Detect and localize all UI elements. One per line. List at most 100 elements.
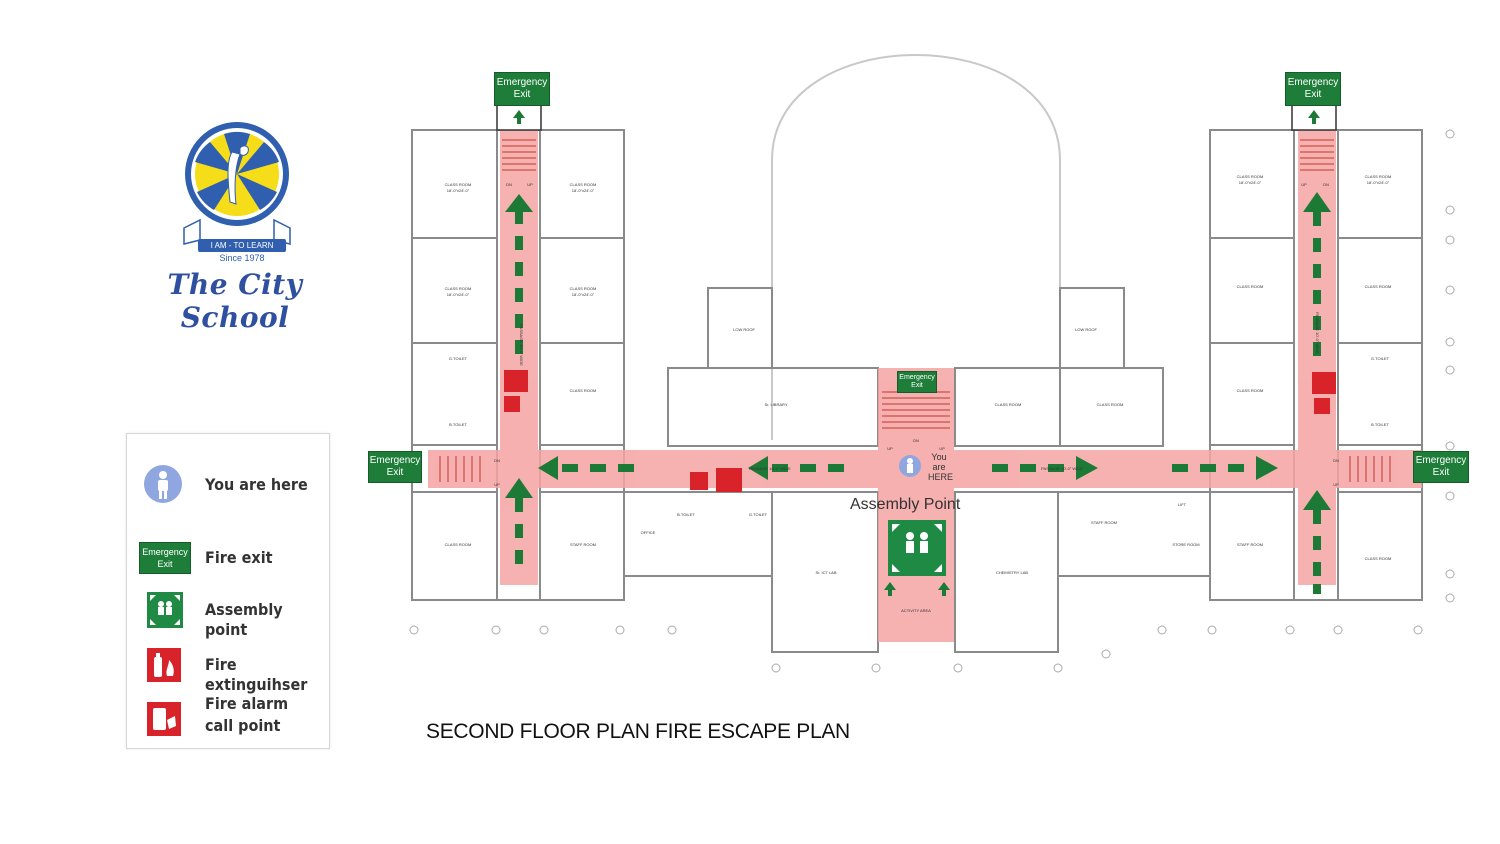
you-are-here-line3: HERE xyxy=(928,472,954,482)
room-label-activity: ACTIVITY AREA xyxy=(901,608,931,613)
plan-title: SECOND FLOOR PLAN FIRE ESCAPE PLAN xyxy=(426,720,850,743)
you-are-here-line2: are xyxy=(932,462,946,472)
exit-sign-line2: Exit xyxy=(1432,467,1450,478)
stair-label-up: UP xyxy=(1333,482,1339,487)
legend-item-you-are-here: You are here xyxy=(127,465,329,506)
legend-item-fire-extinguisher: Fire extinguihser xyxy=(127,648,329,694)
room-dim: 18'-0"x24'-0" xyxy=(447,188,470,193)
stair-label-up: UP xyxy=(887,446,893,451)
room-label-chemistry: CHEMISTRY LAB xyxy=(996,570,1028,575)
assembly-point-sign xyxy=(888,520,946,576)
room-label-lowroof: LOW ROOF xyxy=(1075,327,1097,332)
city-school-logo xyxy=(140,122,340,312)
legend-label-you-are-here: You are here xyxy=(205,475,308,494)
passage-label-vertical: PASSAGE 10'-0" WIDE xyxy=(1315,312,1320,354)
exit-sign-line2: Exit xyxy=(157,559,173,569)
dome-outline xyxy=(771,54,1061,440)
fire-extinguisher-icon xyxy=(504,370,528,392)
legend-item-assembly-point: Assembly point xyxy=(127,592,329,639)
exit-sign-top-right: Emergency Exit xyxy=(1285,72,1341,106)
room-label-gtoilet: G.TOILET xyxy=(449,356,468,361)
room-dim: 18'-0"x24'-0" xyxy=(1239,180,1262,185)
assembly-point-icon xyxy=(147,592,183,628)
legend: You are here Emergency Exit Fire exit As… xyxy=(126,433,330,749)
legend-label-fire-exit: Fire exit xyxy=(205,548,273,567)
room-label-class: CLASS ROOM xyxy=(445,286,472,291)
room-label-office: OFFICE xyxy=(641,530,656,535)
fire-alarm-call-point-icon xyxy=(147,702,181,736)
room-label-class: CLASS ROOM xyxy=(1365,556,1392,561)
stair-label-dn: DN xyxy=(1333,458,1339,463)
stair-label-dn: DN xyxy=(506,182,512,187)
exit-sign-line1: Emergency xyxy=(369,455,421,466)
room-label-class: CLASS ROOM xyxy=(445,542,472,547)
passage-label-horizontal: PASSAGE 10'-0" WIDE xyxy=(1041,466,1083,471)
room-dimensions: 18'-0"x24'-0" 18'-0"x24'-0" 18'-0"x24'-0… xyxy=(447,180,1390,297)
stair-label-up: UP xyxy=(527,182,533,187)
fire-alarm-call-point-icon xyxy=(504,396,520,412)
room-label-class: CLASS ROOM xyxy=(1365,174,1392,179)
stairs xyxy=(439,139,1391,482)
room-label-class: CLASS ROOM xyxy=(1237,284,1264,289)
exit-sign-line2: Exit xyxy=(1304,89,1322,100)
room-label-class: CLASS ROOM xyxy=(445,182,472,187)
room-label-class: CLASS ROOM xyxy=(570,182,597,187)
logo-emblem-icon xyxy=(183,122,291,245)
room-label-class: CLASS ROOM xyxy=(570,388,597,393)
you-are-here-text: You are HERE xyxy=(928,452,954,482)
exit-sign-center: Emergency Exit xyxy=(897,371,937,393)
room-label-gtoilet: G.TOILET xyxy=(1371,356,1390,361)
grid-markers xyxy=(409,129,1455,673)
logo-motto: I AM - TO LEARN xyxy=(198,239,286,252)
you-are-here-icon xyxy=(144,465,182,503)
exit-sign-top-left: Emergency Exit xyxy=(494,72,550,106)
escape-arrows xyxy=(505,110,1331,596)
room-label-lift: LIFT xyxy=(1178,502,1187,507)
room-dim: 18'-0"x24'-0" xyxy=(1367,180,1390,185)
room-label-lowroof: LOW ROOF xyxy=(733,327,755,332)
room-label-library: Sr. LIBRARY xyxy=(764,402,787,407)
room-label-btoilet: B.TOILET xyxy=(1371,422,1389,427)
exit-sign-line2: Exit xyxy=(386,467,404,478)
legend-label-fire-alarm-line1: Fire alarm xyxy=(205,694,289,713)
room-label-staff: STAFF ROOM xyxy=(570,542,596,547)
passage-label-vertical: PASSAGE 10'-0" WIDE xyxy=(519,324,524,366)
room-label-store: STORE ROOM xyxy=(1172,542,1199,547)
plan-extinguishers xyxy=(504,370,1336,492)
assembly-point-label: Assembly Point xyxy=(850,496,961,513)
stair-label-dn: DN xyxy=(494,458,500,463)
stair-label-dn: DN xyxy=(1323,182,1329,187)
you-are-here-marker xyxy=(899,455,921,477)
room-dim: 18'-0"x24'-0" xyxy=(572,292,595,297)
fire-alarm-call-point-icon xyxy=(1314,398,1330,414)
you-are-here-line1: You xyxy=(931,452,947,462)
room-label-gtoilet: G.TOILET xyxy=(749,512,768,517)
exit-sign-line1: Emergency xyxy=(496,77,548,88)
stair-label-up: UP xyxy=(494,482,500,487)
room-label-class: CLASS ROOM xyxy=(995,402,1022,407)
room-label-class: CLASS ROOM xyxy=(570,286,597,291)
exit-sign-line1: Emergency xyxy=(1287,77,1339,88)
exit-sign-line1: Emergency xyxy=(142,547,188,557)
exit-sign-line2: Exit xyxy=(513,89,531,100)
exit-sign-line1: Emergency xyxy=(1415,455,1467,466)
exit-sign-line1: Emergency xyxy=(899,374,935,381)
room-label-class: CLASS ROOM xyxy=(1365,284,1392,289)
room-label-staff: STAFF ROOM xyxy=(1091,520,1117,525)
legend-item-fire-exit: Emergency Exit Fire exit xyxy=(127,542,329,582)
legend-label-assembly-point: Assembly point xyxy=(205,600,283,639)
room-dim: 18'-0"x24'-0" xyxy=(447,292,470,297)
passage-label-horizontal: PASSAGE 10'-0" WIDE xyxy=(749,466,791,471)
room-label-btoilet: B.TOILET xyxy=(449,422,467,427)
room-dim: 18'-0"x24'-0" xyxy=(572,188,595,193)
fire-extinguisher-icon xyxy=(1312,372,1336,394)
stair-label-up: UP xyxy=(939,446,945,451)
logo-since: Since 1978 xyxy=(219,253,265,263)
legend-label-fire-extinguisher: Fire extinguihser xyxy=(205,655,308,694)
legend-item-fire-alarm: Fire alarm call point xyxy=(127,694,329,744)
room-label-class: CLASS ROOM xyxy=(1237,174,1264,179)
brand-name: The City School xyxy=(167,268,303,334)
room-label-btoilet: B.TOILET xyxy=(677,512,695,517)
stair-label-dn: DN xyxy=(913,438,919,443)
